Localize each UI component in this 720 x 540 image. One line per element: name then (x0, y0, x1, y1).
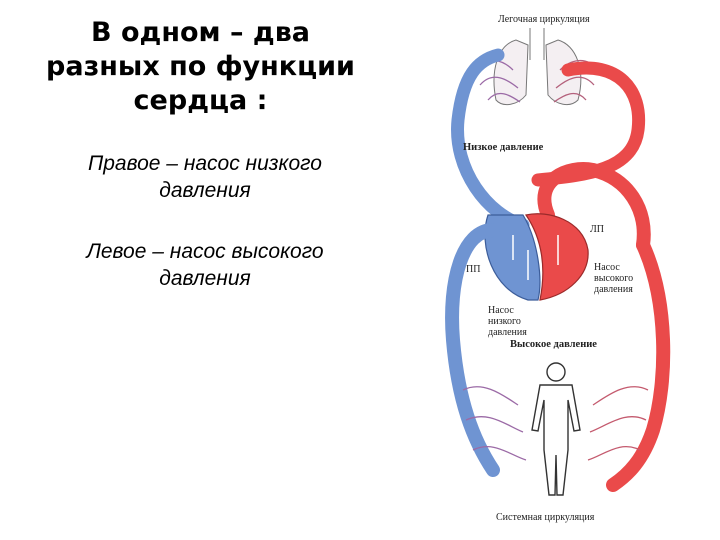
high-pressure-pump-label: Насос высокого давления (594, 262, 633, 295)
low-pressure-label: Низкое давление (463, 142, 544, 153)
low-pump-line-2: низкого (488, 316, 521, 327)
title-line-3: сердца : (133, 85, 268, 116)
title-line-1: В одном – два (90, 17, 311, 48)
systemic-circulation-label: Системная циркуляция (496, 512, 595, 523)
aorta (537, 162, 651, 252)
right-heart-line-2: давления (159, 179, 251, 202)
circulation-diagram: Легочная циркуляция Низкое давление ЛП П… (445, 14, 671, 523)
systemic-artery (606, 238, 671, 492)
vena-cava (445, 223, 500, 477)
title-line-2: разных по функции (46, 51, 355, 82)
high-pressure-label: Высокое давление (510, 339, 597, 350)
high-pump-line-3: давления (594, 284, 633, 295)
high-pump-line-2: высокого (594, 273, 633, 284)
pulmonary-artery-loop (451, 48, 530, 232)
left-heart-text: Левое – насос высокого давления (55, 238, 355, 292)
low-pressure-pump-label: Насос низкого давления (488, 305, 527, 338)
left-atrium-label: ЛП (590, 224, 604, 235)
human-figure-icon (531, 362, 581, 496)
left-heart-line-2: давления (159, 267, 251, 290)
heart (484, 213, 589, 301)
right-heart-text: Правое – насос низкого давления (55, 150, 355, 204)
low-pump-line-1: Насос (488, 305, 514, 316)
low-pump-line-3: давления (488, 327, 527, 338)
systemic-capillaries (462, 386, 649, 461)
left-heart-line-1: Левое – насос высокого (86, 240, 324, 263)
right-atrium-label: ПП (466, 264, 480, 275)
high-pump-line-1: Насос (594, 262, 620, 273)
right-heart-line-1: Правое – насос низкого (88, 152, 322, 175)
pulmonary-circulation-label: Легочная циркуляция (498, 14, 590, 25)
slide-title: В одном – два разных по функции сердца : (28, 16, 373, 118)
